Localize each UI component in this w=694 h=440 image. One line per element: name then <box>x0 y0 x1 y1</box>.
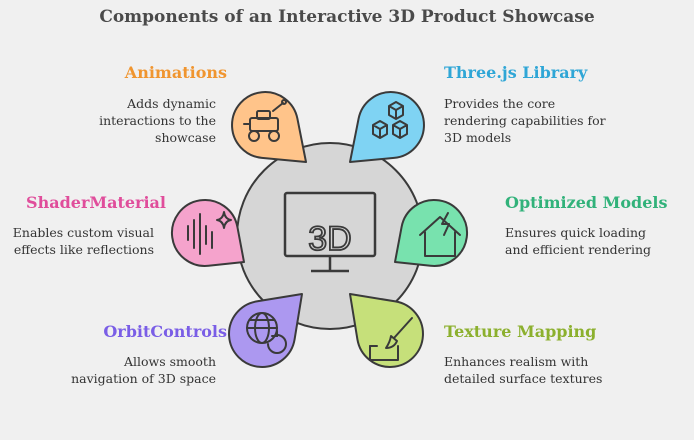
threejs-description: Provides the core rendering capabilities… <box>444 96 606 145</box>
monitor-3d-text: 3D <box>308 220 351 258</box>
cubes-icon <box>372 101 408 139</box>
animations-title: Animations <box>124 63 227 82</box>
animations-petal <box>231 91 307 163</box>
orbitcontrols-petal <box>228 293 303 368</box>
texture-mapping-title: Texture Mapping <box>444 322 597 341</box>
orbitcontrols-description: Allows smooth navigation of 3D space <box>71 354 216 386</box>
house-lightning-icon <box>419 212 461 257</box>
animations-description: Adds dynamic interactions to the showcas… <box>99 96 216 145</box>
robot-car-icon <box>243 99 287 142</box>
optimized-models-petal <box>394 199 468 267</box>
texture-mapping-petal <box>349 293 424 368</box>
texture-mapping-description: Enhances realism with detailed surface t… <box>444 354 603 386</box>
shadermaterial-description: Enables custom visual effects like refle… <box>12 225 154 257</box>
threejs-title: Three.js Library <box>444 63 588 82</box>
shadermaterial-petal <box>171 199 245 267</box>
monitor-icon <box>283 191 377 273</box>
orbitcontrols-title: OrbitControls <box>103 322 227 341</box>
brush-canvas-icon <box>369 317 413 361</box>
shadermaterial-title: ShaderMaterial <box>26 193 166 212</box>
sound-sparkle-icon <box>187 211 232 255</box>
optimized-models-title: Optimized Models <box>505 193 668 212</box>
diagram-title: Components of an Interactive 3D Product … <box>99 7 595 27</box>
optimized-models-description: Ensures quick loading and efficient rend… <box>505 225 652 257</box>
globe-refresh-icon <box>246 312 287 354</box>
